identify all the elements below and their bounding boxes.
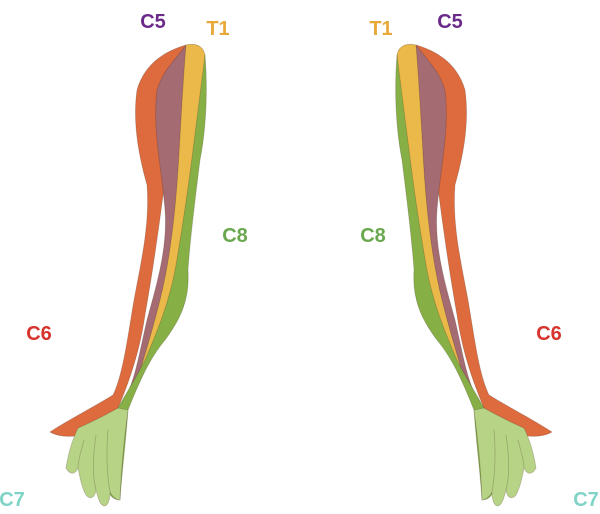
left-arm-c6-zone (49, 44, 187, 437)
left-arm-c7-zone (65, 407, 129, 507)
label-left-c6: C6 (26, 323, 52, 345)
label-right-c5: C5 (437, 11, 463, 33)
right-arm-c6-zone (415, 44, 553, 437)
left-arm-c8-zone (106, 54, 207, 501)
label-left-c5: C5 (140, 11, 166, 33)
label-left-t1: T1 (206, 18, 229, 40)
left-hand-finger-line (106, 429, 111, 493)
label-right-t1: T1 (369, 18, 392, 40)
right-arm-c8-zone (395, 54, 496, 501)
right-arm-c7-zone (473, 407, 537, 507)
left-hand-finger-line (92, 434, 97, 491)
label-right-c7: C7 (573, 489, 599, 511)
right-hand-finger-line (505, 434, 510, 491)
label-left-c7: C7 (0, 489, 25, 511)
label-right-c8: C8 (360, 225, 386, 247)
label-left-c8: C8 (222, 225, 248, 247)
right-arm (395, 43, 553, 507)
label-right-c6: C6 (536, 323, 562, 345)
right-hand-finger-line (491, 429, 496, 493)
left-arm (49, 43, 207, 507)
right-hand-finger-line (517, 439, 525, 469)
left-hand-finger-line (77, 439, 85, 469)
